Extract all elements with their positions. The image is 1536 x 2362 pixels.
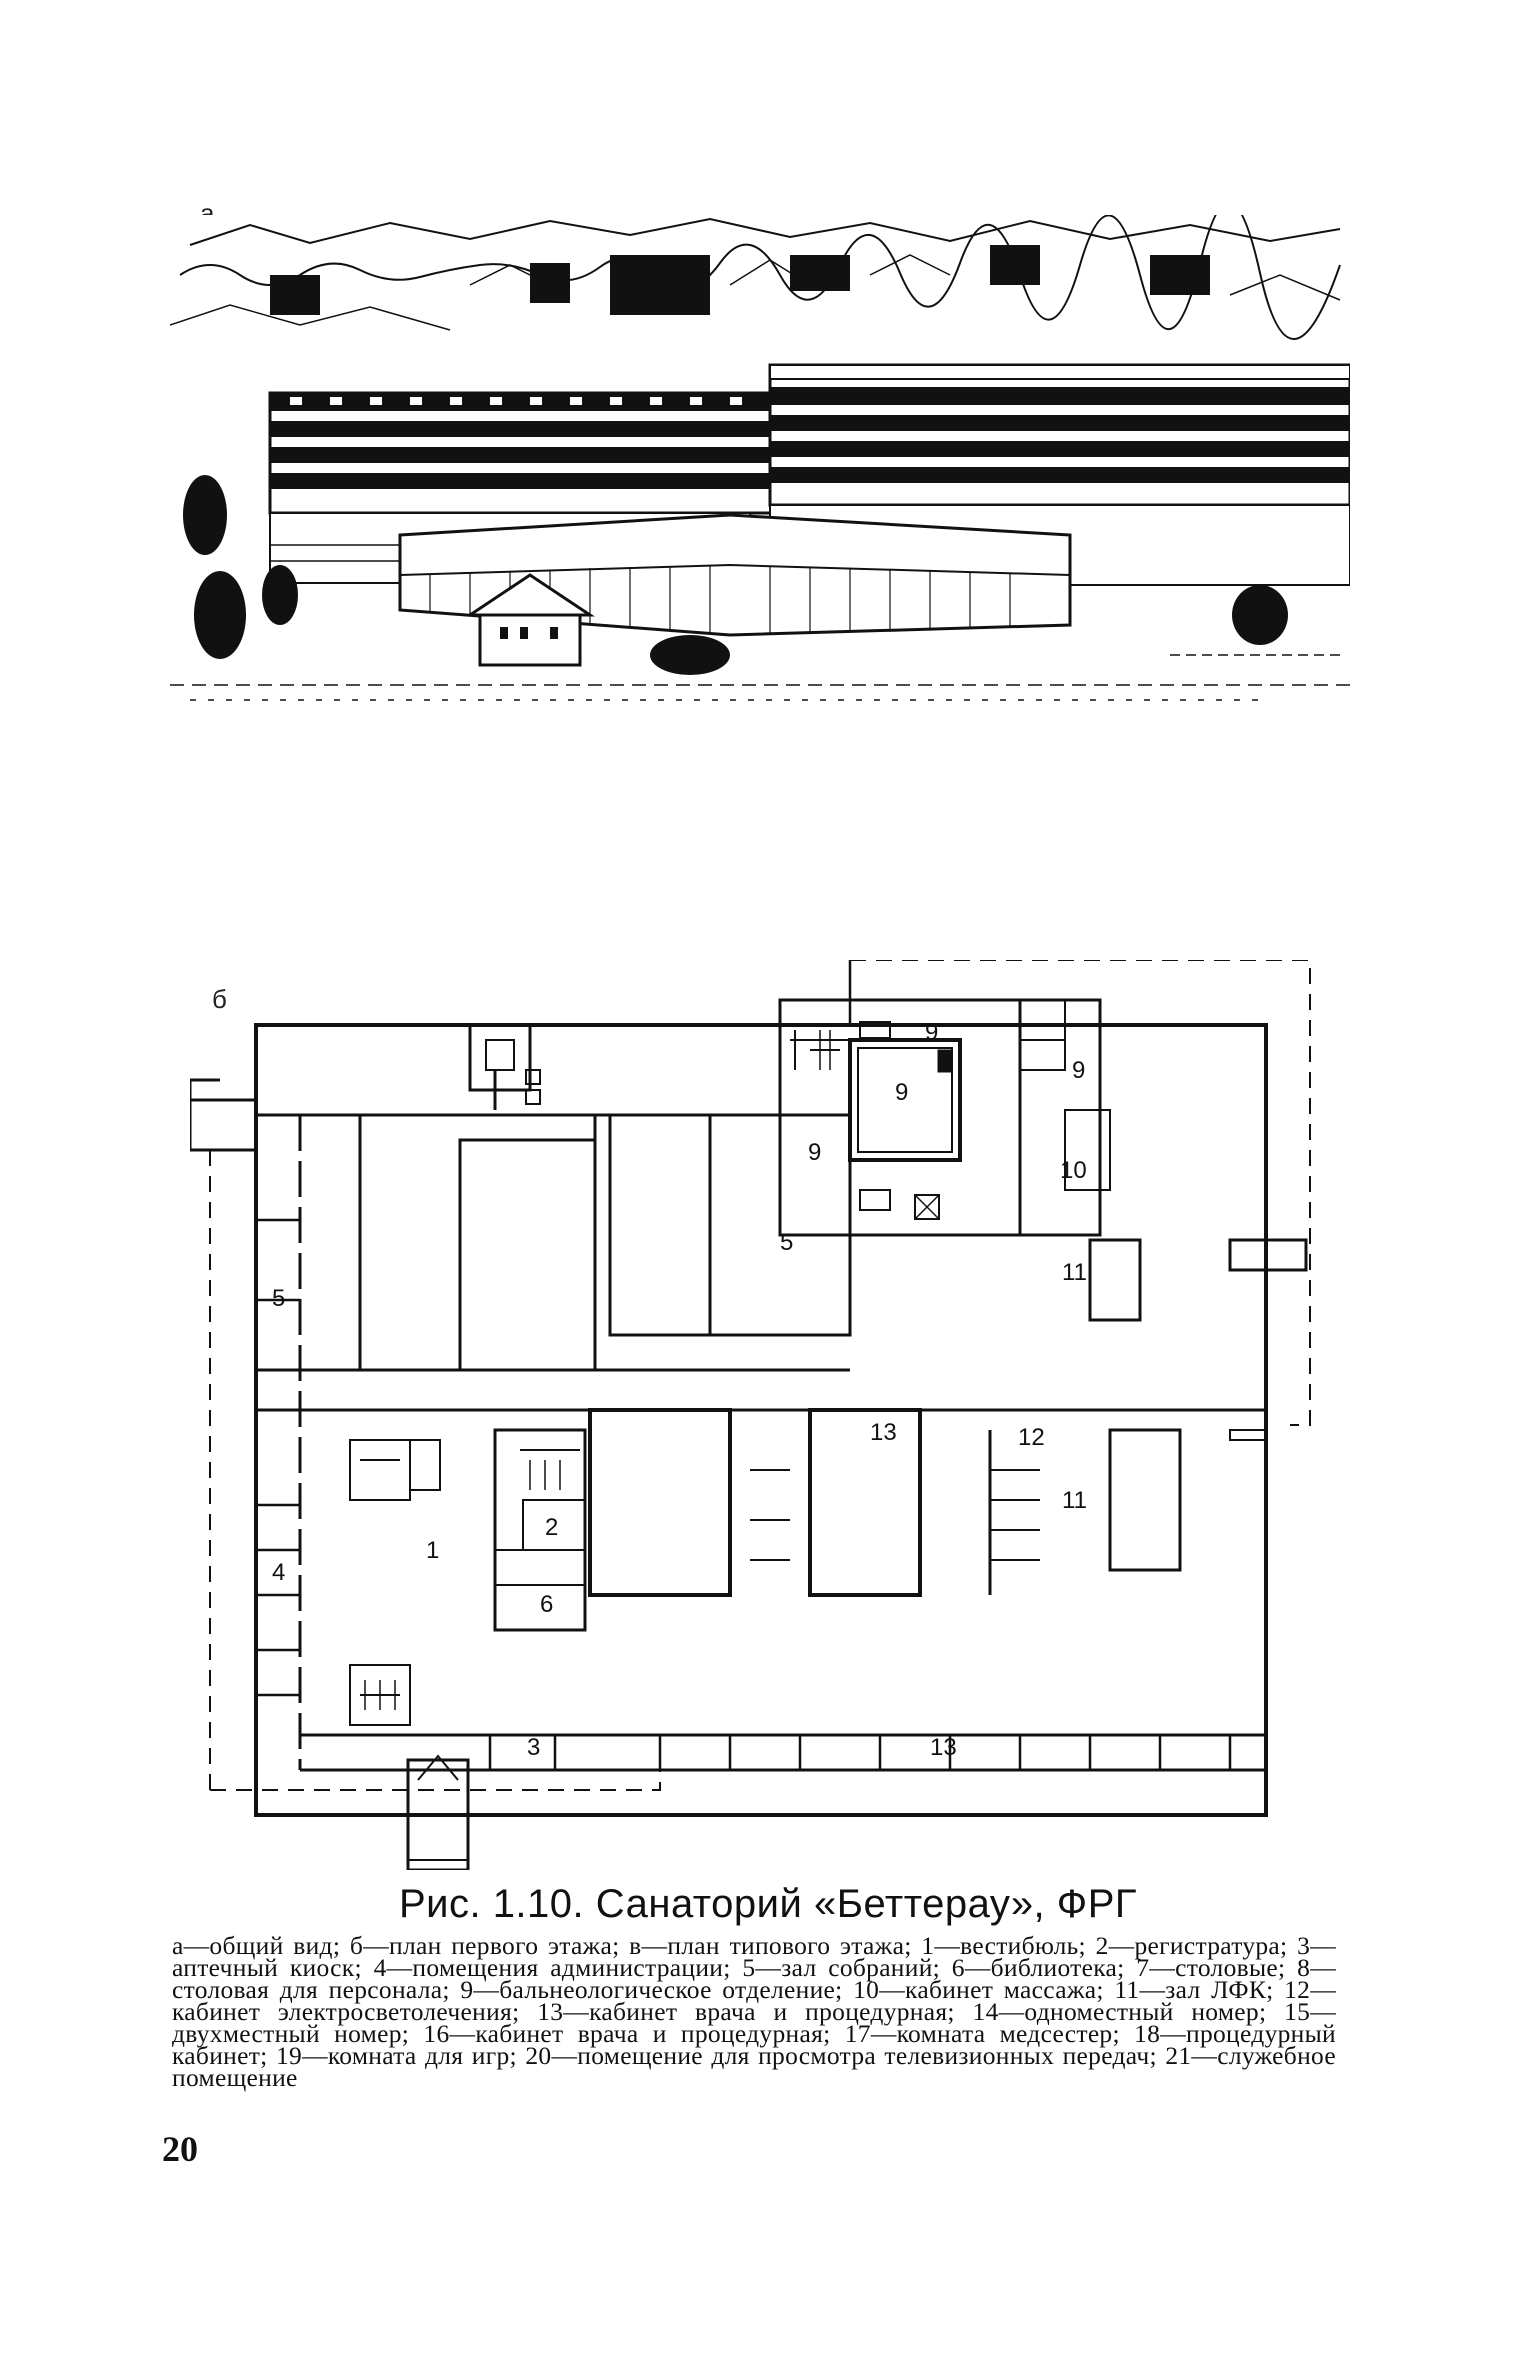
label-exercise-hall-bottom: 11 [1062,1487,1087,1514]
label-balneology-top: 9 [925,1019,938,1046]
label-balneology-pool: 9 [895,1079,908,1106]
label-library: 6 [540,1591,553,1618]
figure-title: Рис. 1.10. Санаторий «Беттерау», ФРГ [398,1882,1138,1926]
label-balneology-right: 9 [1072,1057,1085,1084]
ground-floor-plan: 1 2 3 4 5 5 6 9 9 9 9 10 11 11 12 13 13 [190,960,1311,1870]
general-view-illustration [170,215,1350,715]
label-pharmacy: 3 [527,1734,540,1761]
label-registry: 2 [545,1514,558,1541]
panel-b-letter: б [212,984,227,1014]
label-balneology-left: 9 [808,1139,821,1166]
label-massage: 10 [1060,1157,1087,1184]
small-house [465,573,595,667]
label-assembly-hall: 5 [780,1229,793,1256]
label-exercise-hall-top: 11 [1062,1259,1087,1286]
page-number: 20 [162,2129,198,2169]
label-electrotherapy: 12 [1018,1424,1045,1451]
label-vestibule: 1 [426,1537,439,1564]
label-hall-left: 5 [272,1285,285,1312]
label-doctor-room-mid: 13 [870,1419,897,1446]
figure-caption: а—общий вид; б—план первого этажа; в—пла… [172,1931,1336,2092]
label-administration: 4 [272,1559,285,1586]
label-doctor-room-bottom: 13 [930,1734,957,1761]
